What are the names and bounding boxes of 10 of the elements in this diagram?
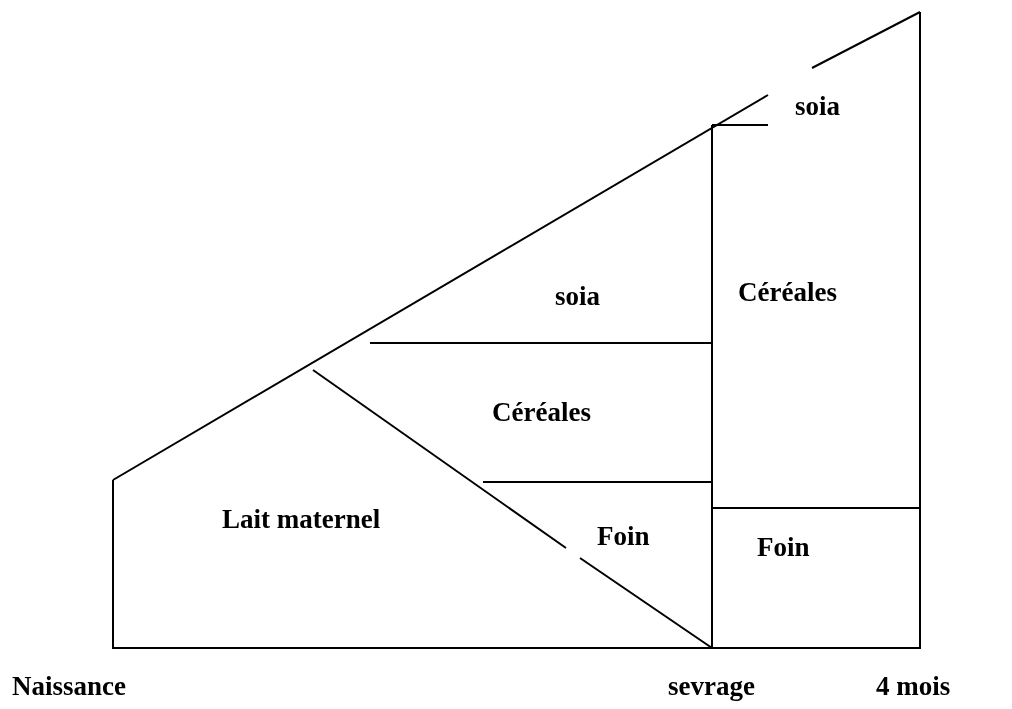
feed-label: Foin: [757, 523, 810, 571]
feed-label: soia: [555, 272, 600, 320]
feed-label: Foin: [597, 512, 650, 560]
axis-label: Naissance: [12, 670, 126, 703]
feed-label: Céréales: [738, 268, 837, 316]
feed-label: Céréales: [492, 388, 591, 436]
feed-label: Lait maternel: [222, 495, 382, 543]
feed-label: soia: [795, 82, 840, 130]
axis-label: sevrage: [668, 670, 755, 703]
axis-label: 4 mois: [876, 670, 951, 703]
